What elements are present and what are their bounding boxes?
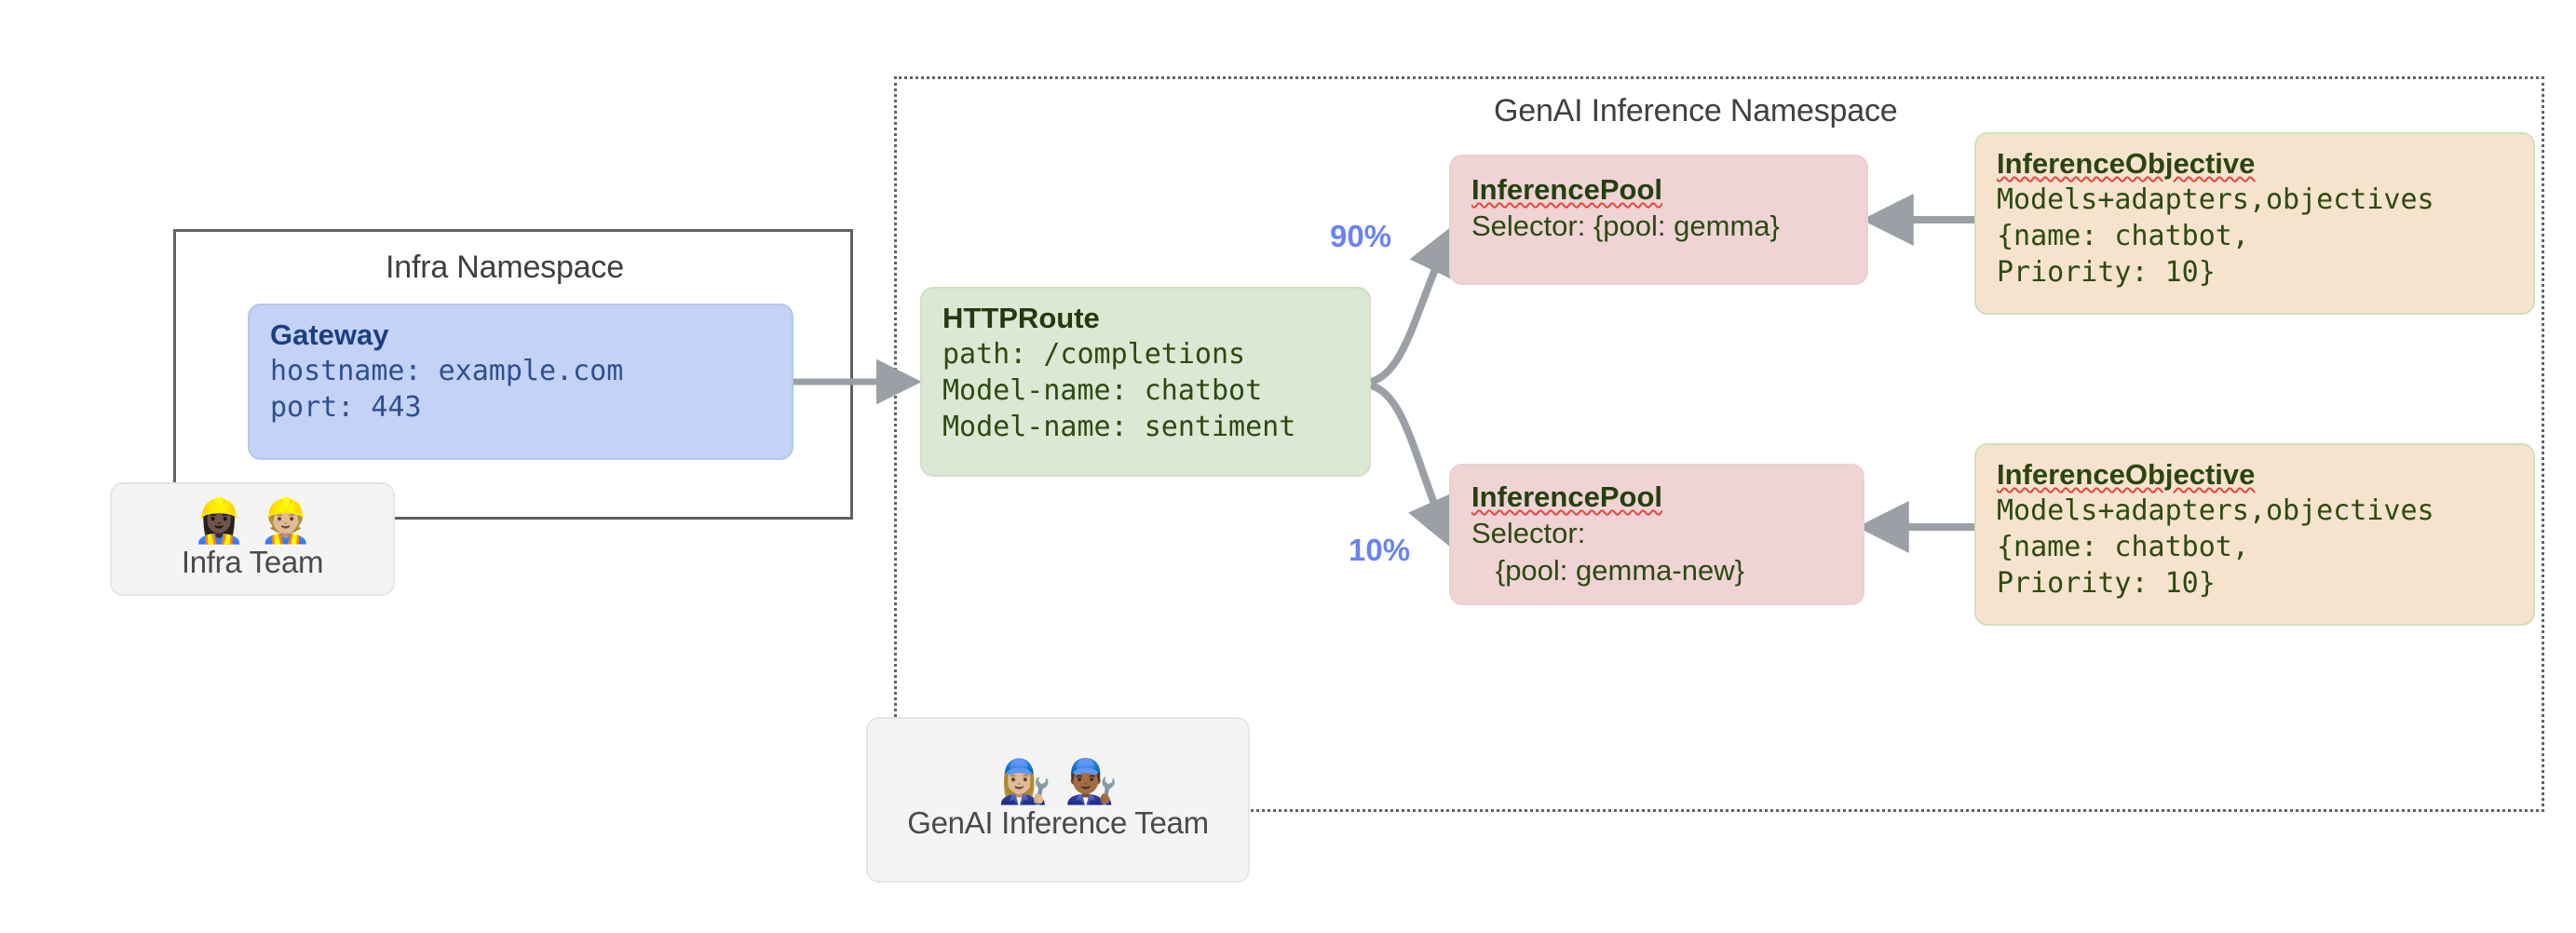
node-inferenceobjective-top-line-name: {name: chatbot, [1997, 219, 2249, 252]
node-inferenceobjective-top-title: InferenceObjective [1997, 147, 2256, 180]
edge-label-10-percent: 10% [1349, 533, 1411, 567]
team-card-infra[interactable]: 👷🏿‍♀️👷🏼 Infra Team [110, 482, 395, 596]
namespace-infra-title: Infra Namespace [386, 250, 624, 285]
node-inferencepool-gemma-new-title: InferencePool [1471, 480, 1662, 513]
node-inferencepool-gemma-new[interactable]: InferencePool Selector: {pool: gemma-new… [1449, 464, 1864, 605]
node-httproute-title: HTTPRoute [942, 302, 1100, 334]
node-inferencepool-gemma-new-selector-value: {pool: gemma-new} [1471, 553, 1744, 587]
node-inferenceobjective-bottom-title: InferenceObjective [1997, 458, 2256, 491]
construction-worker-icon: 👷🏿‍♀️👷🏼 [192, 495, 326, 545]
node-httproute-line-model-sentiment: Model-name: sentiment [942, 410, 1296, 443]
edge-label-90-percent: 90% [1330, 219, 1392, 253]
node-inferenceobjective-bottom-line-name: {name: chatbot, [1997, 530, 2249, 563]
team-card-genai-inference[interactable]: 👩🏼‍🔧👨🏾‍🔧 GenAI Inference Team [866, 717, 1250, 883]
node-inferencepool-gemma-new-selector-key: Selector: [1471, 516, 1586, 549]
team-card-genai-inference-label: GenAI Inference Team [907, 805, 1209, 841]
node-httproute-line-model-chatbot: Model-name: chatbot [942, 373, 1263, 407]
node-gateway-line-port: port: 443 [270, 390, 422, 424]
node-inferenceobjective-top-line-models: Models+adapters,objectives [1997, 183, 2434, 216]
node-httproute[interactable]: HTTPRoute path: /completions Model-name:… [920, 287, 1371, 477]
node-gateway-title: Gateway [270, 318, 389, 351]
namespace-genai-inference-title: GenAI Inference Namespace [1494, 93, 1898, 128]
mechanic-icon: 👩🏼‍🔧👨🏾‍🔧 [997, 756, 1132, 805]
node-httproute-line-path: path: /completions [942, 337, 1246, 371]
node-gateway-line-hostname: hostname: example.com [270, 354, 624, 387]
node-inferenceobjective-bottom-line-models: Models+adapters,objectives [1997, 494, 2434, 527]
namespace-infra [173, 229, 853, 520]
node-inferencepool-gemma-selector: Selector: {pool: gemma} [1471, 209, 1780, 242]
team-card-infra-label: Infra Team [181, 545, 324, 580]
node-gateway[interactable]: Gateway hostname: example.com port: 443 [248, 304, 793, 460]
node-inferenceobjective-top[interactable]: InferenceObjective Models+adapters,objec… [1974, 132, 2535, 315]
node-inferencepool-gemma-title: InferencePool [1471, 173, 1662, 206]
node-inferenceobjective-top-line-priority: Priority: 10} [1997, 255, 2216, 289]
node-inferenceobjective-bottom[interactable]: InferenceObjective Models+adapters,objec… [1974, 443, 2535, 626]
node-inferenceobjective-bottom-line-priority: Priority: 10} [1997, 566, 2216, 600]
node-inferencepool-gemma[interactable]: InferencePool Selector: {pool: gemma} [1449, 155, 1868, 285]
namespace-genai-inference [894, 76, 2544, 812]
